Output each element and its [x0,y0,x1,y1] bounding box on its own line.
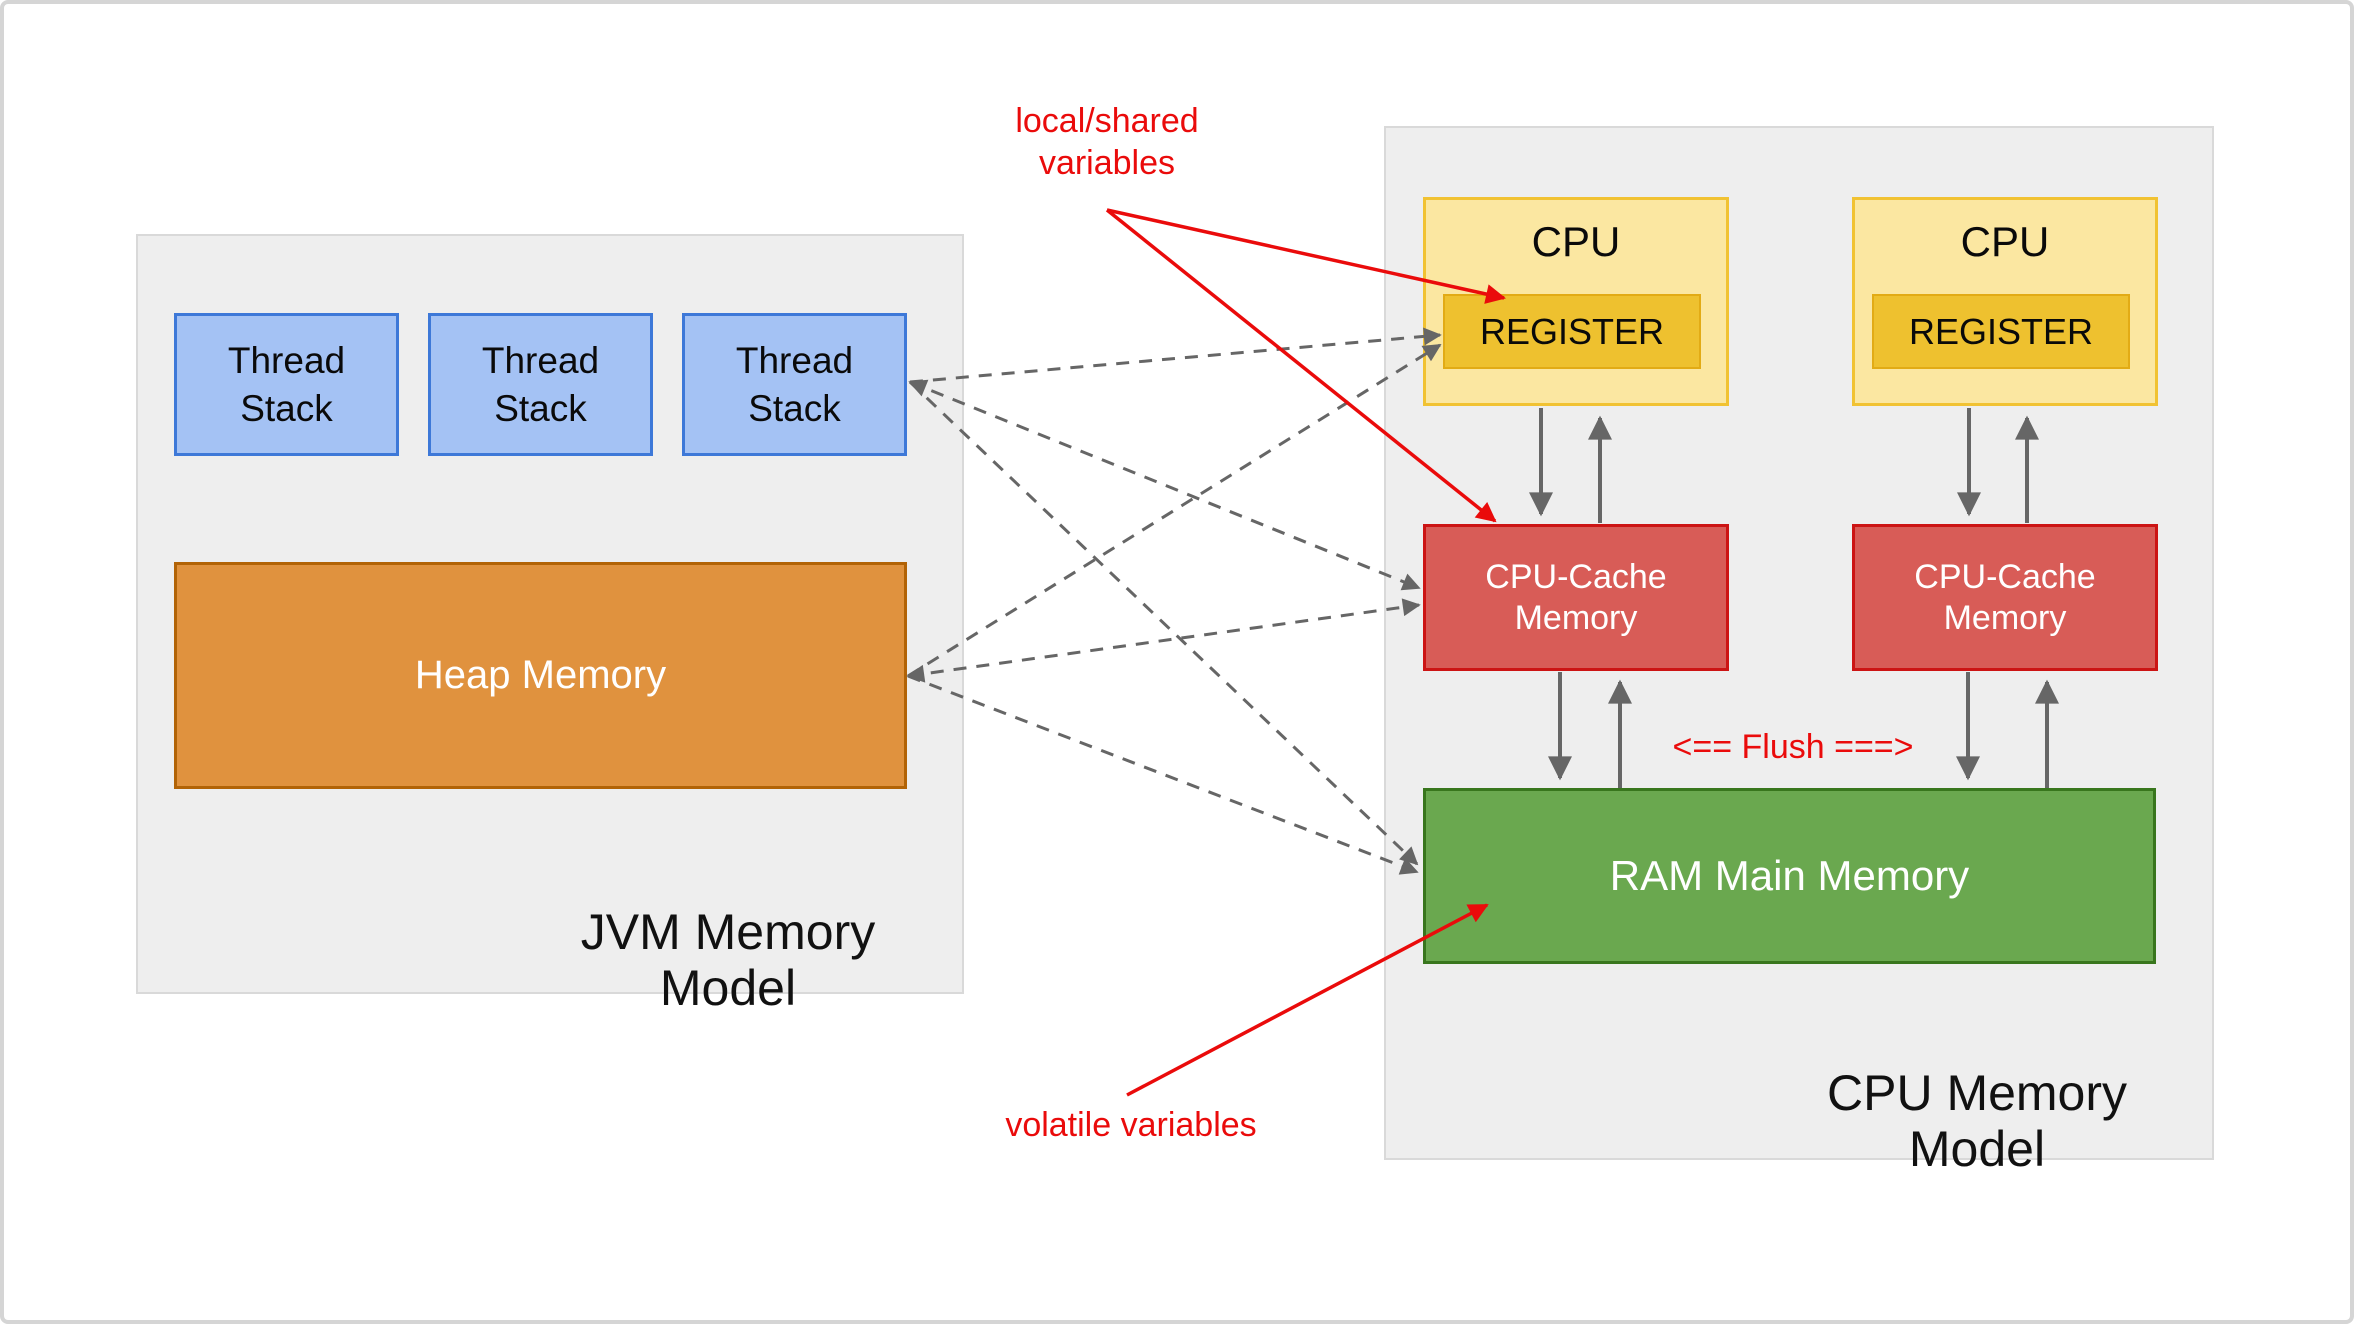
local-shared-variables-annotation: local/shared variables [1015,102,1199,182]
dashed-connector-threadstack-to-ram [908,380,1419,866]
ram-main-memory-label: RAM Main Memory [1609,852,1970,899]
register-box-2: REGISTER [1872,294,2130,369]
thread-stack-label: Thread Stack [735,339,854,429]
register-box-1: REGISTER [1443,294,1701,369]
cpu-cache-label: CPU-Cache Memory [1914,557,2096,637]
ram-main-memory-box: RAM Main Memory [1423,788,2156,964]
thread-stack-box-3: Thread Stack [682,313,907,456]
cpu-label: CPU [1531,218,1621,265]
cpu-label: CPU [1960,218,2050,265]
flush-annotation: <== Flush ===> [1672,728,1914,766]
dashed-connector-threadstack-to-register [909,327,1442,384]
heap-memory-box: Heap Memory [174,562,907,789]
cpu-cache-label: CPU-Cache Memory [1485,557,1667,637]
jvm-section-title: JVM Memory Model [580,904,876,1016]
cpu-cache-box-2: CPU-Cache Memory [1852,524,2158,671]
heap-memory-label: Heap Memory [414,653,667,697]
dashed-connector-threadstack-to-cache [908,379,1421,591]
volatile-variables-annotation: volatile variables [1005,1106,1257,1144]
dashed-connector-heap-to-ram [907,674,1419,875]
dashed-connector-heap-to-register [907,343,1442,678]
thread-stack-box-2: Thread Stack [428,313,653,456]
cpu-section-title: CPU Memory Model [1826,1065,2128,1177]
register-label: REGISTER [1479,310,1665,352]
cpu-cache-box-1: CPU-Cache Memory [1423,524,1729,671]
register-label: REGISTER [1908,310,2094,352]
thread-stack-label: Thread Stack [227,339,346,429]
thread-stack-label: Thread Stack [481,339,600,429]
dashed-connector-heap-to-cache [906,598,1421,683]
thread-stack-box-1: Thread Stack [174,313,399,456]
